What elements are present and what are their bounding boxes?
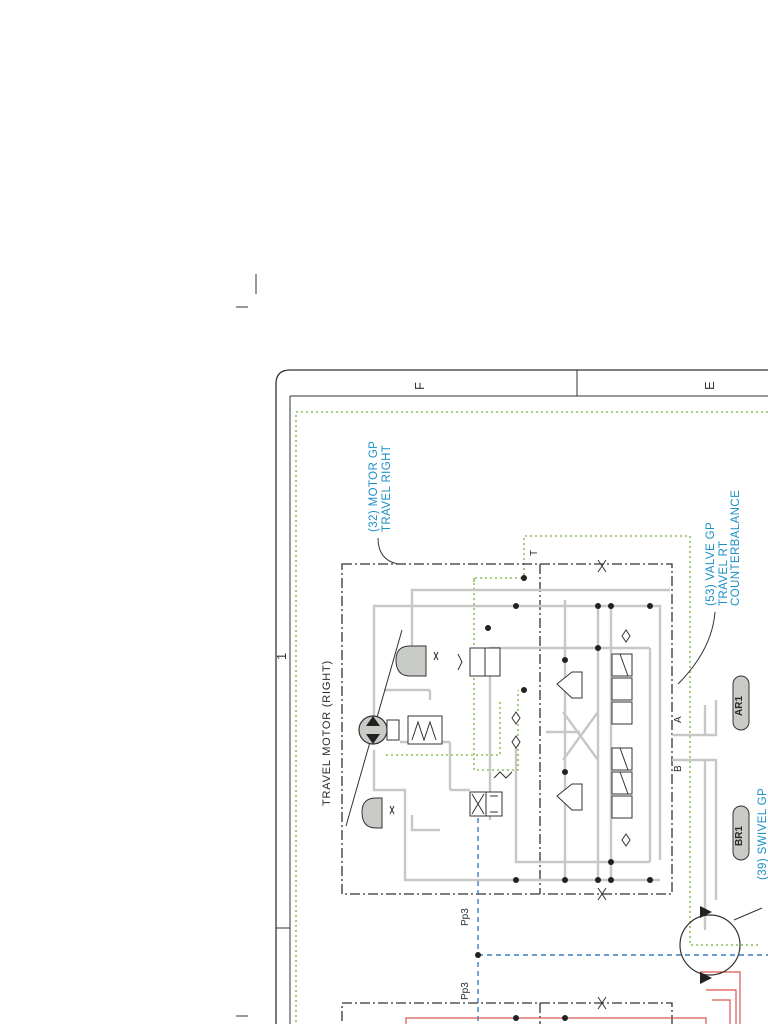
port-a-label: A	[673, 716, 684, 723]
callout-leaders	[377, 537, 716, 685]
swivel-gp-callout: (39) SWIVEL GP	[757, 787, 768, 880]
valve-gp-line3: COUNTERBALANCE	[730, 489, 742, 606]
crop-marks	[236, 274, 257, 1017]
valve-gp-line2: TRAVEL RT	[717, 540, 730, 606]
pressure-lines	[405, 971, 741, 1029]
pp3-lower-label: Pp3	[460, 982, 471, 1000]
zone-label-e: E	[702, 381, 717, 390]
motor-gp-callout: (32) MOTOR GP TRAVEL RIGHT	[368, 440, 393, 532]
port-t-label: T	[529, 549, 540, 556]
valve-gp-line1: (53) VALVE GP	[705, 521, 717, 606]
relief-components	[361, 645, 583, 829]
junctions	[475, 575, 653, 1021]
orifices	[389, 559, 607, 1010]
motor-gp-line1: (32) MOTOR GP	[368, 440, 380, 532]
pp3-upper-label: Pp3	[460, 908, 471, 926]
br1-tag: BR1	[734, 825, 745, 846]
ar1-tag: AR1	[734, 695, 745, 716]
drawing-frame	[275, 369, 768, 1024]
row-marker: 1	[274, 652, 289, 660]
control-valves	[457, 629, 633, 847]
motor-gp-line2: TRAVEL RIGHT	[380, 444, 393, 532]
zone-label-f: F	[412, 382, 427, 390]
swivel-symbol	[679, 906, 763, 984]
travel-motor-label: TRAVEL MOTOR (RIGHT)	[321, 660, 333, 806]
valve-gp-callout: (53) VALVE GP TRAVEL RT COUNTERBALANCE	[705, 489, 743, 606]
main-lines	[372, 588, 718, 930]
travel-motor-symbol	[345, 629, 443, 827]
port-tag-shapes	[732, 675, 750, 861]
swivel-gp-line1: (39) SWIVEL GP	[757, 787, 768, 880]
pilot-lines	[477, 818, 768, 1024]
port-b-label: B	[673, 765, 684, 772]
